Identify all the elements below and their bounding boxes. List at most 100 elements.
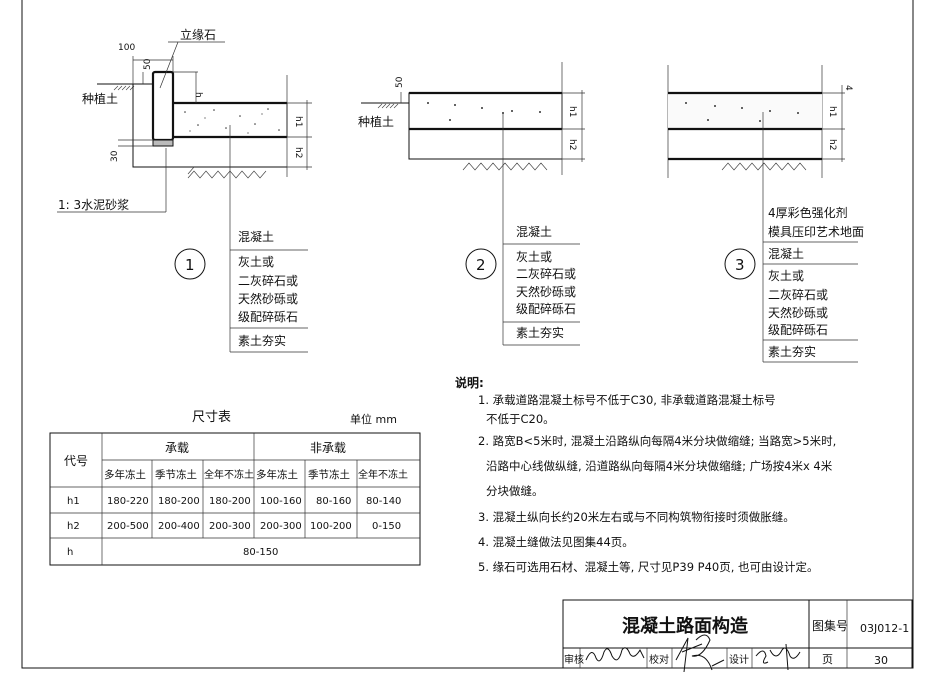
concrete-layer bbox=[408, 92, 563, 130]
title-block: 混凝土路面构造 图集号 03J012-1 审核 校对 设计 页 30 bbox=[562, 599, 913, 673]
layer-label: 二灰碎石或 bbox=[768, 287, 828, 302]
dim-mortar: 30 bbox=[110, 150, 120, 162]
detail-number: 1 bbox=[185, 256, 195, 274]
cell: 200-400 bbox=[158, 521, 200, 532]
reviewer-signature bbox=[585, 647, 645, 662]
layer-label: 灰土或 bbox=[516, 250, 552, 264]
dim-curb-top: 50 bbox=[143, 58, 153, 70]
dim-h1: h1 bbox=[567, 106, 577, 117]
soil-label: 种植土 bbox=[82, 91, 118, 106]
notes-title: 说明: bbox=[455, 375, 484, 390]
dim-h2: h2 bbox=[827, 139, 837, 150]
cell: 100-200 bbox=[310, 521, 352, 532]
dim-h2: h2 bbox=[567, 139, 577, 150]
layer-label: 素土夯实 bbox=[516, 325, 564, 340]
atlas-label: 图集号 bbox=[812, 618, 848, 633]
cell: 200-300 bbox=[260, 521, 302, 532]
review-label: 审核 bbox=[564, 653, 584, 666]
table-row: h1 180-220 180-200 180-200 100-160 80-16… bbox=[67, 496, 401, 507]
layer-label: 二灰碎石或 bbox=[238, 273, 298, 288]
subheader: 多年冻土 bbox=[256, 468, 298, 481]
dim-top: 4 bbox=[843, 85, 853, 91]
note-line: 3. 混凝土纵向长约20米左右或与不同构筑物衔接时须做胀缝。 bbox=[478, 510, 795, 524]
sheet-frame bbox=[21, 0, 914, 669]
cell: 180-200 bbox=[209, 496, 251, 507]
layer-label: 天然砂砾或 bbox=[516, 284, 576, 299]
detail-number: 3 bbox=[735, 256, 745, 274]
notes: 说明: 1. 承载道路混凝土标号不低于C30, 非承载道路混凝土标号 不低于C2… bbox=[455, 375, 836, 574]
note-line: 1. 承载道路混凝土标号不低于C30, 非承载道路混凝土标号 bbox=[478, 393, 776, 407]
layer-label: 素土夯实 bbox=[238, 333, 286, 348]
cell: 200-500 bbox=[107, 521, 149, 532]
aggregate-dots bbox=[184, 108, 280, 134]
atlas-number: 03J012-1 bbox=[860, 622, 909, 635]
dim-h2: h2 bbox=[293, 147, 303, 158]
dim-h1: h1 bbox=[293, 116, 303, 127]
curb-stone bbox=[151, 70, 175, 142]
subheader: 季节冻土 bbox=[155, 468, 197, 481]
detail-3-section: 4 h1 h2 4厚彩色强化剂 模具压印艺术地面 混凝土 灰土或 二灰碎石或 天… bbox=[667, 65, 864, 363]
cell: 180-220 bbox=[107, 496, 149, 507]
note-line: 2. 路宽B<5米时, 混凝土沿路纵向每隔4米分块做缩缝; 当路宽>5米时, bbox=[478, 434, 836, 448]
size-table: 尺寸表 单位 mm 代号 承载 非承载 多年冻土 季节冻土 全年不冻土 多年冻土… bbox=[49, 410, 421, 566]
table-title: 尺寸表 bbox=[192, 410, 231, 425]
layer-label: 灰土或 bbox=[768, 269, 804, 283]
mortar-bed bbox=[152, 139, 174, 147]
detail-number: 2 bbox=[476, 256, 486, 274]
layer-label: 级配碎砾石 bbox=[768, 322, 828, 337]
soil-label: 种植土 bbox=[358, 114, 394, 129]
cell: 100-160 bbox=[260, 496, 302, 507]
table-row: h 80-150 bbox=[67, 547, 278, 558]
layer-label: 混凝土 bbox=[516, 224, 552, 239]
layer-label: 4厚彩色强化剂 bbox=[768, 205, 848, 220]
row-code: h1 bbox=[67, 496, 80, 507]
layer-label: 级配碎砾石 bbox=[516, 301, 576, 316]
layer-label: 混凝土 bbox=[768, 246, 804, 261]
subheader: 季节冻土 bbox=[308, 468, 350, 481]
designer-signature bbox=[755, 643, 801, 671]
table-row: h2 200-500 200-400 200-300 200-300 100-2… bbox=[67, 521, 401, 532]
detail-1-section: 100 50 h 30 h1 h2 立缘石 种植土 1: 3水泥砂浆 混凝土 灰… bbox=[57, 27, 312, 353]
dim-top: 50 bbox=[395, 76, 405, 88]
layer-label: 模具压印艺术地面 bbox=[768, 225, 864, 239]
note-line: 分块做缝。 bbox=[486, 484, 544, 498]
layer-label: 混凝土 bbox=[238, 229, 274, 244]
subheader: 全年不冻土 bbox=[358, 468, 408, 481]
layer-label: 级配碎砾石 bbox=[238, 309, 298, 324]
cell: 0-150 bbox=[372, 521, 401, 532]
dim-h1: h1 bbox=[827, 106, 837, 117]
note-line: 5. 缘石可选用石材、混凝土等, 尺寸见P39 P40页, 也可由设计定。 bbox=[478, 560, 819, 574]
checker-signature bbox=[675, 634, 725, 673]
soil-hatch bbox=[113, 85, 135, 91]
layer-label: 素土夯实 bbox=[768, 344, 816, 359]
subheader: 全年不冻土 bbox=[204, 468, 254, 481]
note-line: 4. 混凝土缝做法见图集44页。 bbox=[478, 535, 634, 549]
cell: 80-140 bbox=[366, 496, 401, 507]
row-code: h bbox=[67, 547, 73, 558]
row-code: h2 bbox=[67, 521, 80, 532]
page-label: 页 bbox=[822, 653, 833, 666]
layer-label: 二灰碎石或 bbox=[516, 266, 576, 281]
cell: 80-150 bbox=[243, 547, 278, 558]
detail-2-section: 50 h1 h2 种植土 混凝土 灰土或 二灰碎石或 天然砂砾或 级配碎砾石 素… bbox=[358, 62, 585, 346]
layer-label: 灰土或 bbox=[238, 255, 274, 269]
page-number: 30 bbox=[874, 654, 888, 667]
note-line: 不低于C20。 bbox=[486, 412, 555, 426]
drawing-title: 混凝土路面构造 bbox=[622, 615, 748, 637]
code-header: 代号 bbox=[64, 454, 88, 468]
cell: 200-300 bbox=[209, 521, 251, 532]
group-header: 非承载 bbox=[310, 441, 346, 455]
note-line: 沿路中心线做纵缝, 沿道路纵向每隔4米分块做缩缝; 广场按4米x 4米 bbox=[486, 459, 833, 473]
dim-curb-width: 100 bbox=[118, 43, 135, 53]
table-unit: 单位 mm bbox=[350, 412, 397, 426]
curb-label: 立缘石 bbox=[180, 27, 216, 42]
cell: 180-200 bbox=[158, 496, 200, 507]
subheader: 多年冻土 bbox=[104, 468, 146, 481]
check-label: 校对 bbox=[649, 653, 669, 666]
group-header: 承载 bbox=[165, 441, 189, 455]
subheader-row: 多年冻土 季节冻土 全年不冻土 多年冻土 季节冻土 全年不冻土 bbox=[104, 468, 408, 481]
layer-label: 天然砂砾或 bbox=[768, 305, 828, 320]
mortar-label: 1: 3水泥砂浆 bbox=[58, 197, 129, 212]
design-label: 设计 bbox=[729, 653, 749, 666]
layer-label: 天然砂砾或 bbox=[238, 291, 298, 306]
